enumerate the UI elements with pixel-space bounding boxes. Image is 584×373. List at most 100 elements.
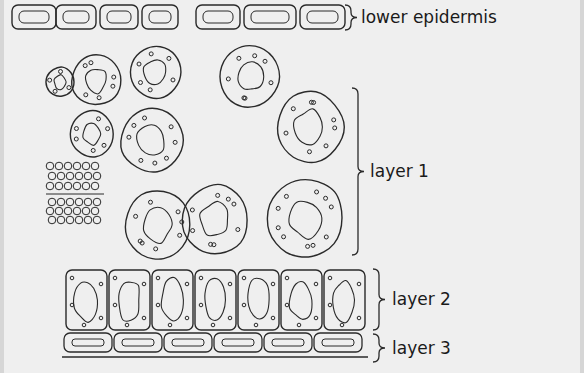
column-cell: [152, 270, 193, 330]
column-cell: [238, 270, 279, 330]
column-cell: [109, 270, 150, 330]
cell-content: [272, 339, 304, 346]
bracket: [345, 5, 357, 30]
chloroplast: [97, 96, 101, 100]
vacuole: [289, 201, 322, 239]
chloroplast: [138, 239, 142, 243]
chloroplast: [312, 101, 316, 105]
vacuole: [294, 109, 323, 145]
chloroplast: [276, 226, 280, 230]
chloroplast: [329, 205, 333, 209]
cell-content: [222, 339, 254, 346]
chloroplast: [291, 107, 295, 111]
small-cell: [66, 216, 74, 224]
chloroplast: [149, 52, 153, 56]
chloroplast: [191, 229, 195, 233]
round-cell: [46, 67, 74, 96]
chloroplast: [328, 276, 332, 280]
small-cell: [82, 182, 90, 190]
vacuole: [119, 282, 139, 321]
vacuole: [161, 277, 183, 321]
chloroplast: [242, 276, 246, 280]
cell-content: [307, 11, 338, 23]
vacuole: [85, 69, 106, 93]
epidermis-cell: [100, 5, 138, 29]
small-cell: [75, 172, 83, 180]
chloroplast: [228, 316, 232, 320]
small-cell: [82, 207, 90, 215]
bracket: [373, 334, 385, 362]
column-cell: [195, 270, 236, 330]
vacuole: [333, 280, 355, 322]
layer-label: lower epidermis: [361, 7, 497, 27]
flat-cells: [64, 333, 362, 352]
column-cell: [66, 270, 107, 330]
round-cell: [70, 111, 113, 157]
chloroplast: [137, 62, 141, 66]
chloroplast: [185, 316, 189, 320]
small-cell: [84, 216, 92, 224]
chloroplast: [142, 282, 146, 286]
chloroplast: [143, 116, 147, 120]
layer-label: layer 2: [392, 289, 451, 309]
epidermis-cell: [12, 5, 56, 29]
flat-cell: [314, 333, 362, 352]
bracket: [352, 88, 364, 255]
column-cells: [66, 270, 365, 330]
chloroplast: [357, 282, 361, 286]
chloroplast: [199, 276, 203, 280]
small-cell: [55, 182, 63, 190]
chloroplast: [112, 75, 116, 79]
chloroplast: [232, 202, 236, 206]
chloroplast: [324, 235, 328, 239]
vacuole: [248, 278, 269, 319]
chloroplast: [271, 282, 275, 286]
vacuole: [200, 201, 228, 235]
layer-label: layer 3: [392, 338, 451, 358]
chloroplast: [242, 303, 246, 307]
small-cell: [64, 162, 72, 170]
small-cell: [64, 207, 72, 215]
small-cell: [57, 216, 65, 224]
chloroplast: [173, 140, 177, 144]
small-cell: [48, 198, 56, 206]
cell-content: [203, 11, 233, 23]
small-cell: [75, 198, 83, 206]
chloroplast: [83, 64, 87, 68]
chloroplast: [237, 56, 241, 60]
chloroplast: [67, 86, 71, 90]
chloroplast: [333, 126, 337, 130]
cell-content: [149, 11, 171, 23]
chloroplast: [185, 282, 189, 286]
chloroplast: [97, 117, 101, 121]
chloroplast: [164, 156, 168, 160]
small-cell: [73, 182, 81, 190]
small-cell: [91, 182, 99, 190]
small-cell: [66, 172, 74, 180]
round-cell: [278, 91, 345, 162]
chloroplast: [285, 276, 289, 280]
chloroplast: [148, 200, 152, 204]
chloroplast: [113, 276, 117, 280]
chloroplast: [154, 247, 158, 251]
epidermis-cell: [142, 5, 178, 29]
chloroplast: [168, 323, 172, 327]
vacuole: [205, 278, 226, 320]
chloroplast: [106, 127, 110, 131]
chloroplast: [269, 81, 273, 85]
chloroplast: [276, 206, 280, 210]
round-cell: [72, 55, 121, 105]
small-cell: [73, 162, 81, 170]
chloroplast: [127, 135, 131, 139]
small-cell: [57, 172, 65, 180]
small-cell: [73, 207, 81, 215]
chloroplast: [199, 303, 203, 307]
flat-cell: [214, 333, 262, 352]
small-cell: [84, 172, 92, 180]
chloroplast: [190, 208, 194, 212]
chloroplast: [311, 243, 315, 247]
chloroplast: [153, 161, 157, 165]
chloroplast: [156, 303, 160, 307]
chloroplast: [357, 316, 361, 320]
small-cell: [82, 162, 90, 170]
